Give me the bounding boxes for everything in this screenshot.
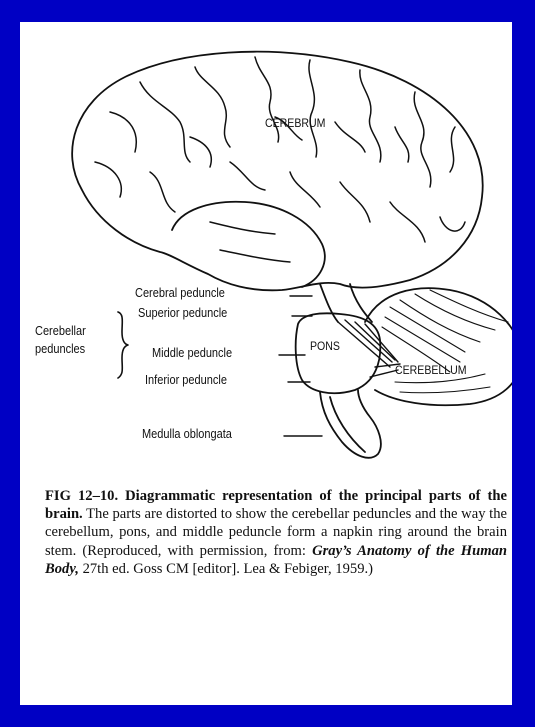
cerebrum-outline [72, 52, 483, 291]
brain-diagram: CEREBRUM Cerebral peduncle Superior pedu… [20, 22, 512, 462]
label-cerebellar-peduncles-2: peduncles [35, 342, 85, 356]
label-medulla-oblongata: Medulla oblongata [142, 427, 232, 441]
peduncle-bracket [118, 312, 128, 378]
label-pons: PONS [310, 339, 340, 353]
leader-lines [279, 296, 322, 436]
slide-panel: CEREBRUM Cerebral peduncle Superior pedu… [20, 22, 512, 705]
cerebellum-outline [365, 288, 512, 405]
temporal-lobe-outline [172, 202, 325, 287]
caption-figure-number: FIG 12–10. [45, 488, 118, 504]
label-cerebral-peduncle: Cerebral peduncle [135, 286, 225, 300]
brainstem-outline [320, 284, 372, 322]
label-cerebrum: CEREBRUM [265, 116, 325, 130]
medulla-outline [320, 390, 381, 458]
caption-source-rest: 27th ed. Goss CM [editor]. Lea & Febiger… [83, 561, 373, 577]
label-cerebellum: CEREBELLUM [395, 363, 467, 377]
label-middle-peduncle: Middle peduncle [152, 346, 232, 360]
pons-outline [296, 313, 381, 393]
peduncle-fibres [338, 320, 400, 377]
label-superior-peduncle: Superior peduncle [138, 306, 227, 320]
label-cerebellar-peduncles-1: Cerebellar [35, 324, 86, 338]
brain-illustration [20, 22, 512, 462]
figure-caption: FIG 12–10. Diagrammatic representation o… [45, 487, 507, 578]
label-inferior-peduncle: Inferior peduncle [145, 373, 227, 387]
